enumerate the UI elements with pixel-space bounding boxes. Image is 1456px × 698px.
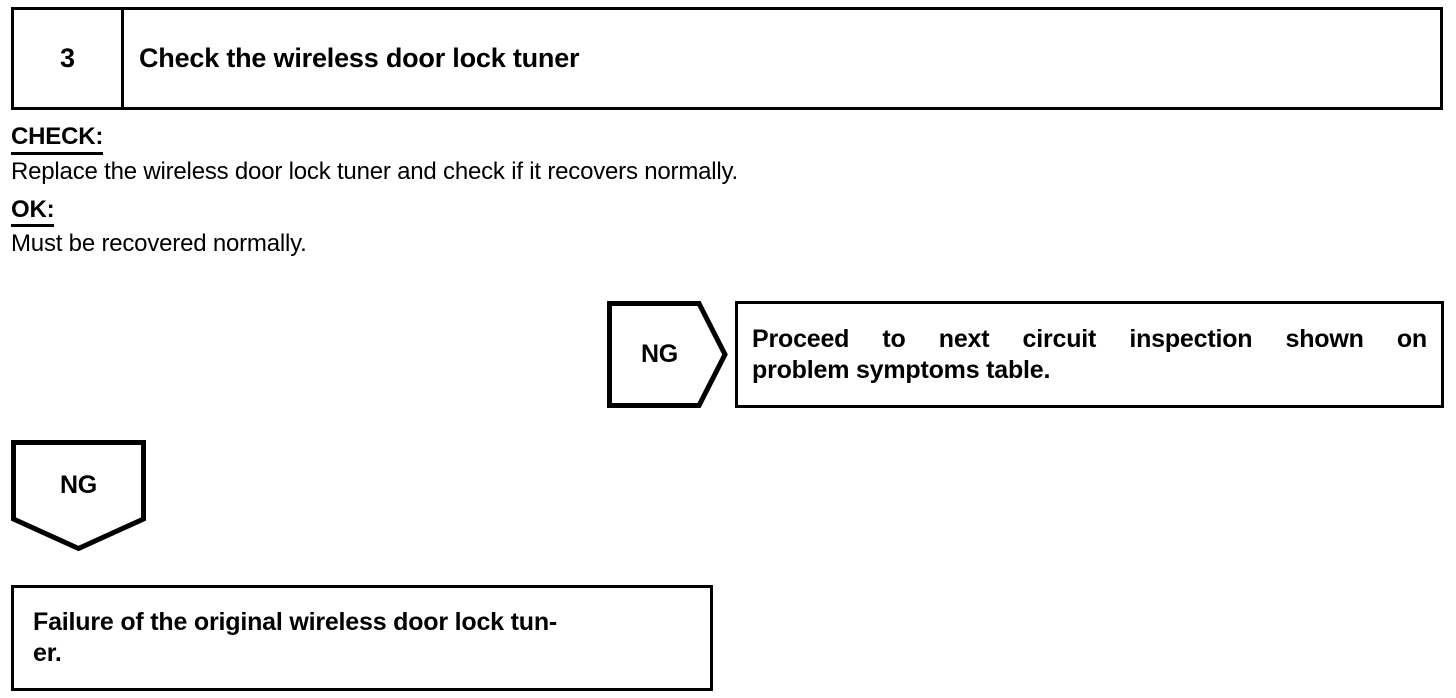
- check-label: CHECK:: [11, 123, 103, 155]
- step-title: Check the wireless door lock tuner: [139, 43, 580, 73]
- step-title-cell: Check the wireless door lock tuner: [124, 10, 1440, 107]
- ok-description: Must be recovered normally.: [11, 230, 307, 258]
- failure-result-line-1: Failure of the original wireless door lo…: [33, 607, 558, 636]
- detail-spacer: [11, 188, 1111, 197]
- next-inspection-text: Proceed to next circuit inspection shown…: [738, 324, 1441, 386]
- step-number-cell: 3: [14, 10, 124, 107]
- ng-right-arrow-icon: [607, 301, 728, 408]
- check-label-row: CHECK:: [11, 123, 1111, 155]
- step-detail-block: CHECK: Replace the wireless door lock tu…: [11, 123, 1111, 260]
- step-header-table: 3 Check the wireless door lock tuner: [11, 7, 1443, 110]
- failure-result-line-2: er.: [33, 639, 62, 667]
- ng-down-arrow-icon: [11, 440, 146, 551]
- step-number: 3: [59, 43, 76, 73]
- next-inspection-line-1: Proceed to next circuit inspection shown…: [752, 324, 1427, 353]
- failure-result-text: Failure of the original wireless door lo…: [14, 607, 567, 670]
- next-inspection-box: Proceed to next circuit inspection shown…: [735, 301, 1444, 408]
- next-inspection-line-2: problem symptoms table.: [752, 355, 1051, 384]
- failure-result-box: Failure of the original wireless door lo…: [11, 585, 713, 691]
- ok-label: OK:: [11, 196, 55, 228]
- ok-label-row: OK:: [11, 196, 1111, 228]
- check-description: Replace the wireless door lock tuner and…: [11, 157, 739, 185]
